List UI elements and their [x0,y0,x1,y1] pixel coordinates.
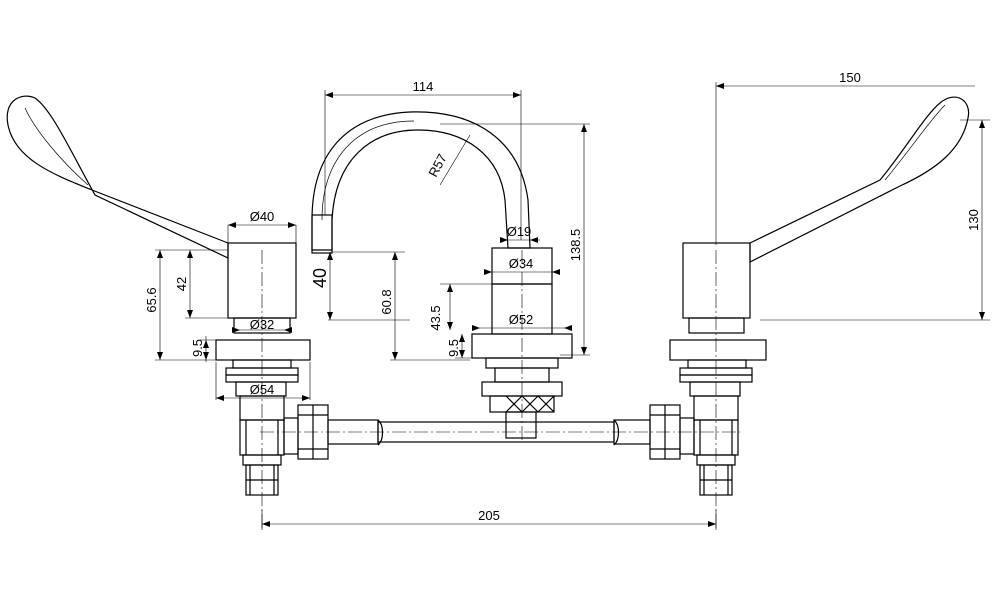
left-lever-blade [6,95,229,259]
connecting-pipe [260,419,740,446]
dim-handle-body-dia: Ø40 [250,209,275,224]
left-handle-assembly [6,95,379,496]
dim-spout-reach: 114 [413,79,434,94]
dimension-lines [155,82,990,530]
dim-spout-clearance: 40 [310,268,330,288]
right-handle-assembly [613,96,970,496]
dim-spout-body-height: 43.5 [428,305,443,330]
dim-spout-base-dia: Ø52 [509,312,534,327]
centre-lines [261,250,717,530]
dim-handle-total-height: 65.6 [144,287,159,312]
dim-spout-total-height: 138.5 [568,229,583,262]
left-handle-flange [215,339,311,361]
right-handle-body [682,242,751,319]
dim-spout-stem-dia: Ø34 [509,256,534,271]
dim-handle-body-height: 42 [174,277,189,291]
dim-handle-flange-dia: Ø54 [250,382,275,397]
dim-handle-flange-height: 9.5 [190,339,205,357]
dim-spout-flange-height: 9.5 [446,339,461,357]
dim-handle-neck-dia: Ø32 [250,317,275,332]
dim-handle-height: 130 [966,209,981,231]
dim-tap-centres: 205 [478,508,500,523]
spout-gooseneck [311,111,531,251]
dim-spout-tip-height: 60.8 [379,289,394,314]
right-handle-flange [669,339,767,361]
dim-handle-reach: 150 [839,70,861,85]
dim-spout-tip-dia: Ø19 [507,224,532,239]
dimension-labels: 114 150 130 R57 138.5 Ø19 Ø34 40 60.8 43… [144,70,981,523]
right-lever-blade [749,96,970,263]
